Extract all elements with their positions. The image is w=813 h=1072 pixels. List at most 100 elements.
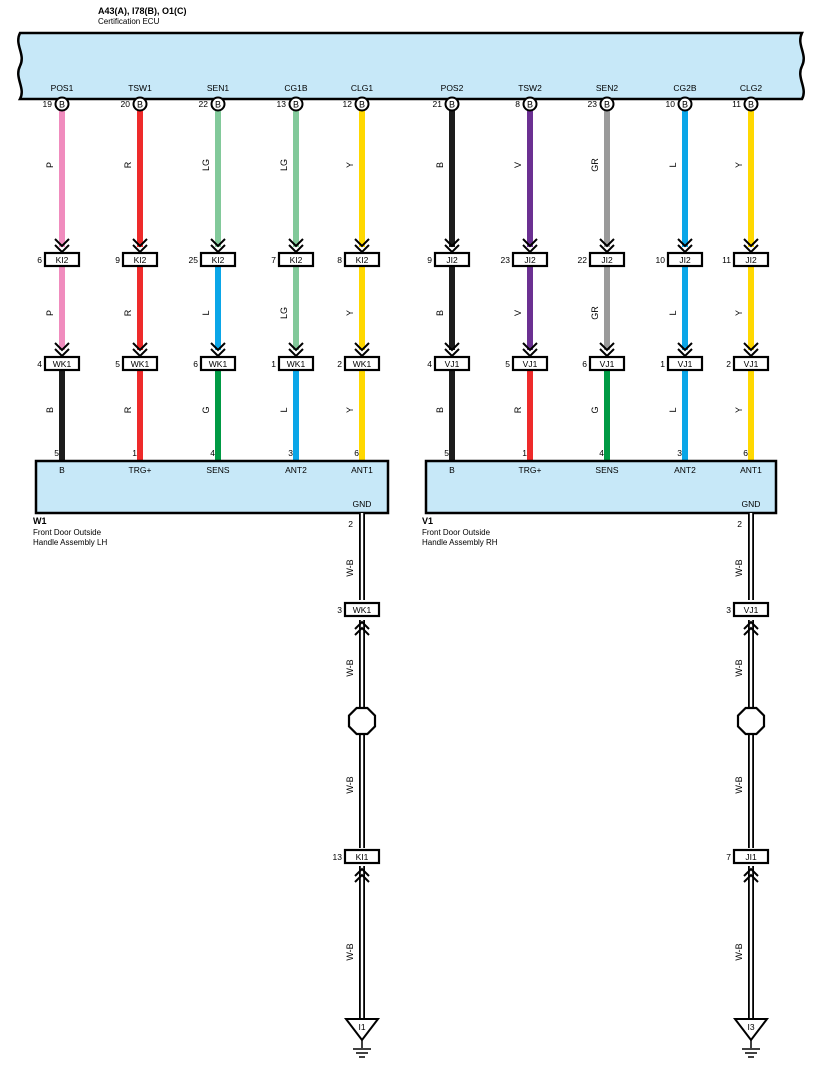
inline-connector-pin: 6 <box>193 359 198 369</box>
ecu-pin-badge <box>599 96 615 112</box>
inline-connector-name: WK1 <box>287 359 306 369</box>
inline-connector-box <box>343 355 381 372</box>
ecu-pin-label: CG2B <box>673 83 696 93</box>
device-name-line2: Handle Assembly LH <box>33 538 107 547</box>
wire-color-label: L <box>668 407 678 412</box>
inline-connector-pin: 9 <box>427 255 432 265</box>
inline-connector-box <box>588 355 626 372</box>
wire-color-label: G <box>201 406 211 413</box>
inline-connector-name: WK1 <box>209 359 228 369</box>
device-pin-number: 4 <box>599 448 604 458</box>
ecu-pin-badge-letter: B <box>682 100 688 110</box>
ground-connector-pin: 13 <box>333 852 343 862</box>
inline-connector-pin: 1 <box>660 359 665 369</box>
ground-pin-number: 2 <box>348 519 353 529</box>
wire-color-label: W-B <box>734 776 744 793</box>
device-pin-label: ANT1 <box>740 465 762 475</box>
inline-connector-pin: 7 <box>271 255 276 265</box>
device-box <box>34 459 390 515</box>
wire-color-label: LG <box>279 307 289 319</box>
inline-connector-box <box>199 355 237 372</box>
inline-connector-name: WK1 <box>131 359 150 369</box>
ecu-pin-badge <box>132 96 148 112</box>
inline-connector-name: VJ1 <box>523 359 538 369</box>
inline-connector-pin: 10 <box>656 255 666 265</box>
ecu-pin-label: TSW2 <box>518 83 542 93</box>
inline-connector-name: VJ1 <box>600 359 615 369</box>
device-pin-label: ANT1 <box>351 465 373 475</box>
inline-connector-box <box>121 251 159 268</box>
ecu-pin-label: TSW1 <box>128 83 152 93</box>
ground-connector-name: WK1 <box>353 605 372 615</box>
device-gnd-label: GND <box>742 499 761 509</box>
wire-color-label: W-B <box>345 559 355 576</box>
wire-color-label: B <box>435 162 445 168</box>
inline-connector-name: KI2 <box>134 255 147 265</box>
ecu-pin-badge-letter: B <box>527 100 533 110</box>
wire-color-label: R <box>123 406 133 413</box>
inline-connector-pin: 1 <box>271 359 276 369</box>
ecu-pin-badge <box>54 96 70 112</box>
ecu-pin-number: 11 <box>732 99 741 109</box>
ecu-box <box>17 31 805 101</box>
device-name-line2: Handle Assembly RH <box>422 538 498 547</box>
device-pin-number: 6 <box>743 448 748 458</box>
ecu-pin-badge <box>677 96 693 112</box>
inline-connector-name: KI2 <box>56 255 69 265</box>
ecu-pin-badge-letter: B <box>748 100 754 110</box>
ground-connector-name: JI1 <box>745 852 757 862</box>
inline-connector-box <box>433 355 471 372</box>
device-gnd-label: GND <box>353 499 372 509</box>
ecu-pin-label: POS1 <box>51 83 74 93</box>
device-code: W1 <box>33 516 47 526</box>
ground-connector-pin: 3 <box>337 605 342 615</box>
device-pin-number: 3 <box>677 448 682 458</box>
wire-color-label: W-B <box>734 559 744 576</box>
wire-color-label: B <box>435 407 445 413</box>
ecu-pin-number: 10 <box>666 99 676 109</box>
device-pin-label: B <box>449 465 455 475</box>
junction-octagon <box>347 706 377 736</box>
wire-arrow <box>354 867 370 883</box>
wire-color-label: LG <box>279 159 289 171</box>
inline-connector-pin: 2 <box>337 359 342 369</box>
ground-connector-name: KI1 <box>356 852 369 862</box>
ecu-pin-number: 13 <box>277 99 287 109</box>
inline-connector-name: JI2 <box>745 255 757 265</box>
wire-color-label: L <box>668 310 678 315</box>
inline-connector-box <box>43 355 81 372</box>
ecu-pin-badge <box>743 96 759 112</box>
device-pin-number: 5 <box>54 448 59 458</box>
ecu-pin-label: POS2 <box>441 83 464 93</box>
inline-connector-box <box>199 251 237 268</box>
inline-connector-name: VJ1 <box>744 359 759 369</box>
device-pin-label: TRG+ <box>519 465 542 475</box>
ecu-pin-badge-letter: B <box>293 100 299 110</box>
ground-pin-number: 2 <box>737 519 742 529</box>
ground-connector-pin: 7 <box>726 852 731 862</box>
inline-connector-pin: 4 <box>427 359 432 369</box>
ecu-pin-label: SEN1 <box>207 83 229 93</box>
wire-arrow <box>743 867 759 883</box>
ecu-pin-label: CG1B <box>284 83 307 93</box>
inline-connector-name: KI2 <box>212 255 225 265</box>
ground-connector-box <box>343 601 381 618</box>
inline-connector-box <box>588 251 626 268</box>
device-pin-number: 6 <box>354 448 359 458</box>
inline-connector-name: KI2 <box>356 255 369 265</box>
inline-connector-pin: 23 <box>501 255 511 265</box>
ground-connector-box <box>732 848 770 865</box>
wire-color-label: GR <box>590 306 600 320</box>
wire-color-label: Y <box>345 310 355 316</box>
wire-arrow <box>743 620 759 636</box>
ground-connector-pin: 3 <box>726 605 731 615</box>
device-pin-number: 5 <box>444 448 449 458</box>
wire-color-label: Y <box>734 310 744 316</box>
inline-connector-box <box>511 251 549 268</box>
wire-color-label: Y <box>734 407 744 413</box>
ground-point-label: I3 <box>747 1022 754 1032</box>
inline-connector-pin: 5 <box>505 359 510 369</box>
device-name-line1: Front Door Outside <box>33 528 102 537</box>
ecu-pin-number: 22 <box>199 99 209 109</box>
ground-point-triangle <box>343 1018 381 1042</box>
